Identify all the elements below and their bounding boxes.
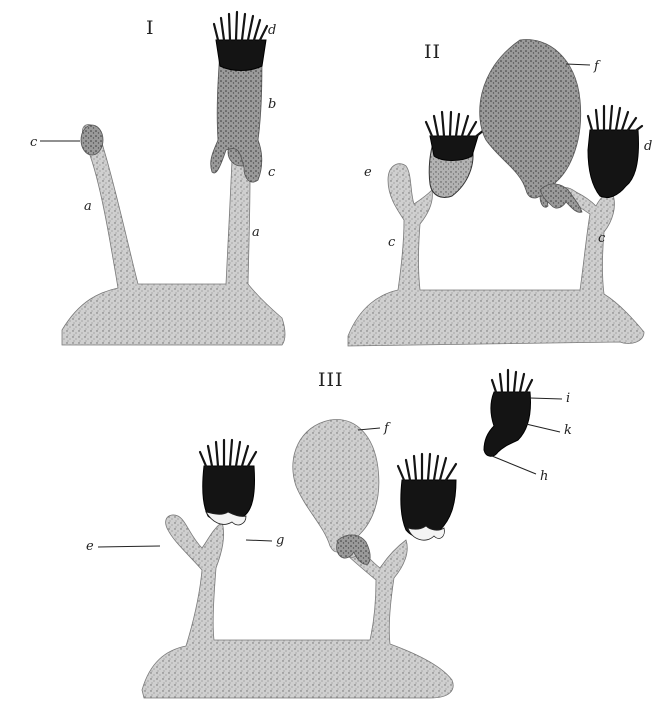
panel-iii-left-tentacles [200,440,256,466]
panel-i-numeral: I [146,17,155,39]
panel-iii-label-f: f [383,421,391,436]
panel-ii-right-tentacles [588,106,642,132]
panel-iii-leader-g [246,540,272,541]
panel-iii-medusa-bud [293,419,379,557]
panel-ii-left-tentacles [426,112,484,138]
panel-ii-label-d: d [644,139,652,154]
panel-i-label-c-left: c [30,135,38,150]
panel-iii: III [86,369,572,698]
panel-iii-leader-k [526,424,560,432]
panel-iii-numeral: III [318,369,344,391]
panel-iii-label-e: e [86,539,94,554]
panel-i-label-b: b [268,97,276,112]
panel-iii-base [142,515,453,698]
panel-i-tentacles [214,12,267,40]
panel-iii-leader-h [492,456,536,474]
panel-ii-right-polyp [588,130,639,198]
panel-iii-leader-i [530,398,562,399]
panel-ii-medusa-bud [480,40,581,208]
panel-i-label-c-right: c [268,165,276,180]
panel-ii-leader-f [566,64,590,65]
panel-ii: II f [348,40,652,346]
panel-ii-label-c-left: c [388,235,396,250]
panel-i-left-knob [81,125,103,155]
panel-i-label-a-right: a [252,225,260,240]
panel-iii-detached-polyp [484,392,531,456]
panel-iii-right-tentacles [398,454,456,480]
panel-iii-label-g: g [276,533,284,548]
panel-ii-left-polyp-head [430,136,478,161]
panel-ii-label-f: f [593,59,601,74]
panel-i: I d b c c a a [30,12,285,345]
panel-i-polyp-head [216,40,266,71]
panel-iii-detached-tentacles [492,370,532,392]
panel-ii-label-c-right: c [598,231,606,246]
panel-i-label-d: d [268,23,276,38]
panel-ii-label-e: e [364,165,372,180]
panel-iii-label-h: h [540,469,548,484]
panel-iii-label-i: i [566,391,570,406]
panel-ii-numeral: II [424,41,441,63]
panel-iii-leader-e [98,546,160,547]
panel-iii-label-k: k [564,423,572,438]
panel-i-label-a-left: a [84,199,92,214]
